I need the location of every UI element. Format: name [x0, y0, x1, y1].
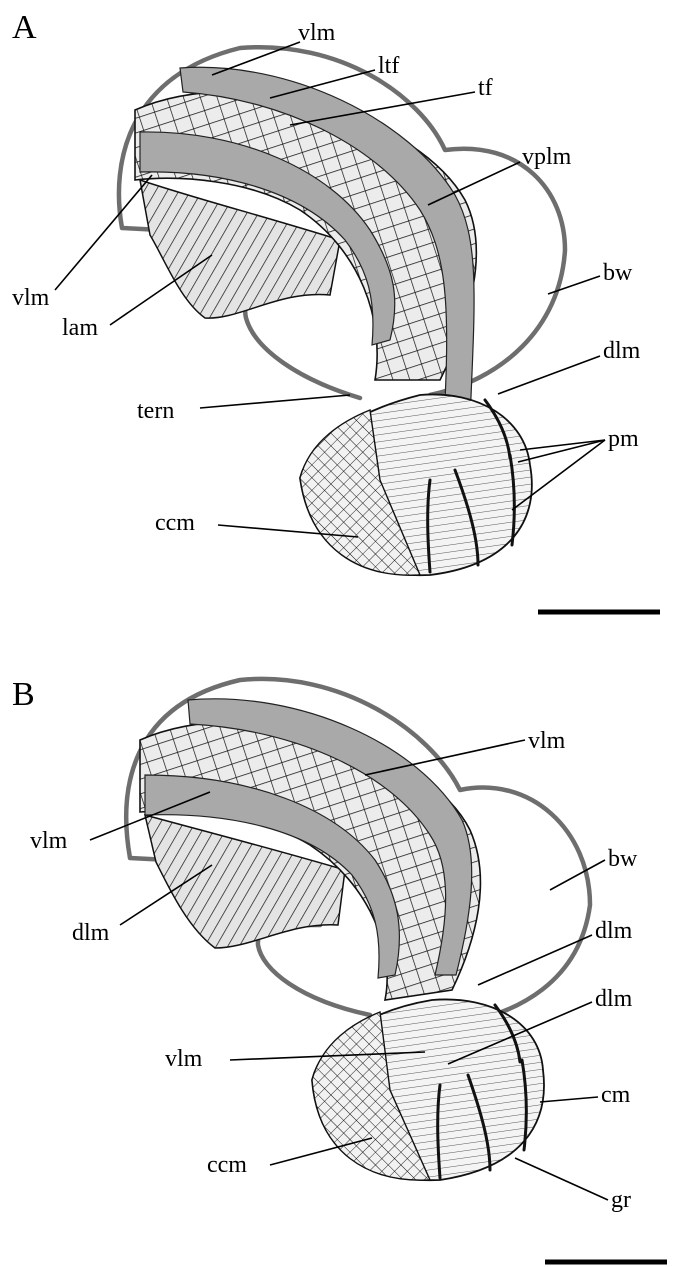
- label-b-gr: gr: [611, 1187, 631, 1213]
- leader-b-bw: [550, 860, 605, 890]
- label-a-ccm: ccm: [155, 510, 195, 536]
- label-a-vlm-top: vlm: [298, 20, 336, 46]
- leader-a-pm-1: [520, 440, 605, 450]
- panel-b-letter: B: [12, 676, 35, 713]
- label-a-vlm-left: vlm: [12, 285, 50, 311]
- label-a-tf: tf: [478, 75, 493, 101]
- label-a-dlm: dlm: [603, 338, 641, 364]
- label-b-bw: bw: [608, 846, 638, 872]
- panel-b: B vlm vlm bw dlm dlm dlm vlm cm ccm gr: [12, 676, 667, 1262]
- leader-a-tern: [200, 395, 350, 408]
- label-b-vlm-lower: vlm: [165, 1046, 203, 1072]
- leader-b-dlm-right-upper: [478, 935, 592, 985]
- label-a-lam: lam: [62, 315, 98, 341]
- label-a-vplm: vplm: [522, 144, 572, 170]
- leader-a-vlm-left: [55, 175, 152, 290]
- label-b-dlm-left: dlm: [72, 920, 110, 946]
- label-a-ltf: ltf: [378, 53, 399, 79]
- label-a-tern: tern: [137, 398, 174, 424]
- panel-a: A vlm ltf tf vplm vlm bw lam d: [12, 9, 660, 612]
- label-b-ccm: ccm: [207, 1152, 247, 1178]
- label-b-vlm-left: vlm: [30, 828, 68, 854]
- label-a-pm: pm: [608, 426, 639, 452]
- label-b-dlm-right-lower: dlm: [595, 986, 633, 1012]
- label-b-dlm-right-upper: dlm: [595, 918, 633, 944]
- panel-a-letter: A: [12, 9, 37, 46]
- leader-a-pm-2: [518, 440, 605, 462]
- label-a-bw: bw: [603, 260, 633, 286]
- leader-a-dlm: [498, 356, 600, 394]
- leader-b-cm: [540, 1097, 598, 1102]
- label-b-vlm-top: vlm: [528, 728, 566, 754]
- leader-b-gr: [515, 1158, 608, 1200]
- leader-a-bw: [548, 276, 600, 294]
- label-b-cm: cm: [601, 1082, 631, 1108]
